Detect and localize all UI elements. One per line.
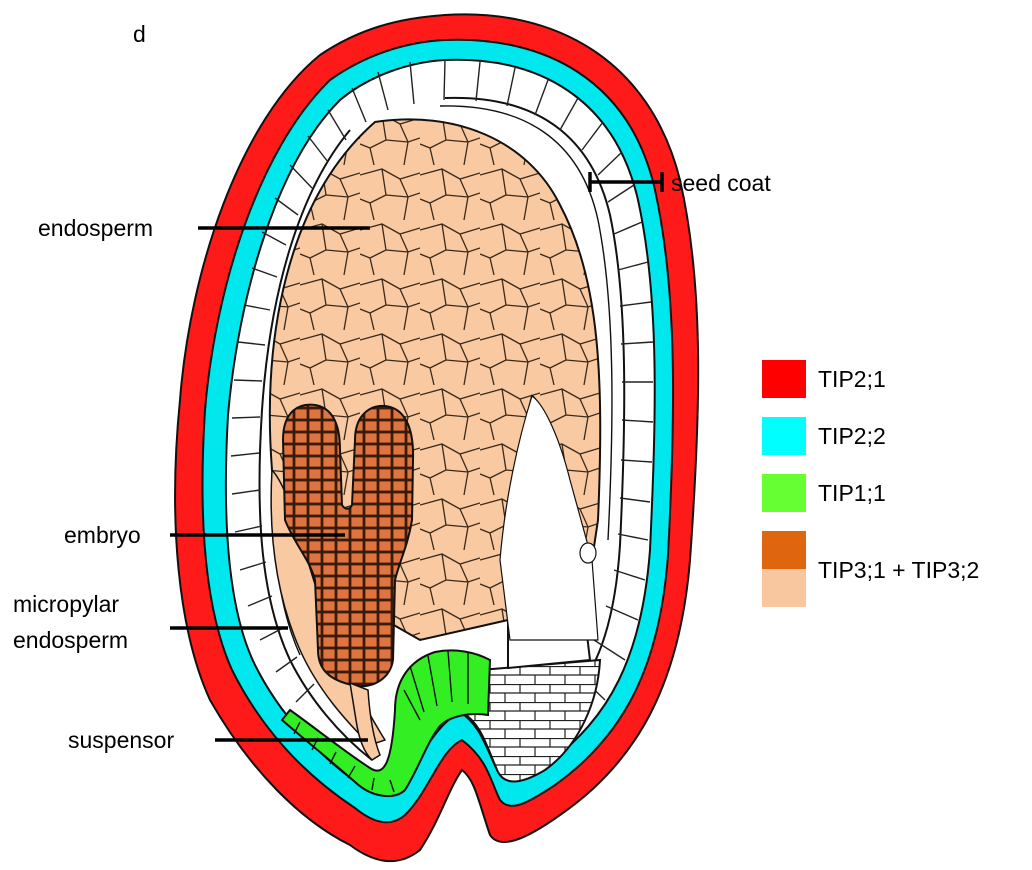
label-micropylar-endosperm: endosperm [13, 627, 128, 653]
legend: TIP2;1 TIP2;2 TIP1;1 TIP3;1 + TIP3;2 [762, 360, 979, 607]
legend-swatch-tip2-2 [762, 417, 806, 455]
label-embryo: embryo [64, 522, 141, 548]
legend-swatch-tip3-dark [762, 531, 806, 569]
legend-label-tip1-1: TIP1;1 [818, 480, 886, 506]
label-seed-coat: seed coat [671, 170, 771, 196]
legend-label-tip3: TIP3;1 + TIP3;2 [818, 557, 979, 583]
label-endosperm: endosperm [38, 215, 153, 241]
panel-label: d [133, 21, 146, 47]
legend-swatch-tip2-1 [762, 360, 806, 398]
legend-swatch-tip3-light [762, 569, 806, 607]
legend-swatch-tip1-1 [762, 474, 806, 512]
label-suspensor: suspensor [68, 727, 174, 753]
legend-label-tip2-2: TIP2;2 [818, 423, 886, 449]
legend-label-tip2-1: TIP2;1 [818, 366, 886, 392]
label-micropylar: micropylar [13, 591, 119, 617]
